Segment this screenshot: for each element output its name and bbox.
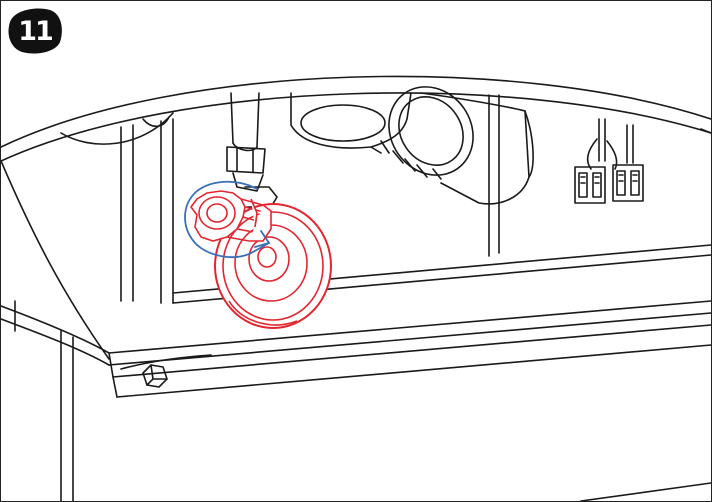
step-number-badge: 11: [6, 6, 64, 56]
hose-pipe: [230, 92, 260, 148]
electrical-connector-1: [574, 166, 606, 204]
connector-wires: [598, 118, 634, 164]
frame-post-left: [120, 124, 134, 302]
motor-top: [290, 92, 412, 149]
drain-filter-knob: [190, 190, 272, 242]
drain-pump-housing: [420, 92, 530, 205]
housing-inner-arch: [1, 92, 711, 162]
step-number: 11: [18, 15, 54, 47]
frame-post-right: [488, 94, 500, 257]
electrical-connector-2: [612, 164, 644, 202]
rail-hex-bolt: [142, 364, 168, 388]
top-left-cap: [60, 112, 174, 145]
housing-outer-arch: [1, 75, 711, 148]
housing-left-side: [1, 160, 110, 360]
lower-panel-left: [60, 330, 74, 501]
rotate-counterclockwise-arrow-icon: [184, 180, 271, 259]
bottom-rail: [108, 300, 711, 354]
